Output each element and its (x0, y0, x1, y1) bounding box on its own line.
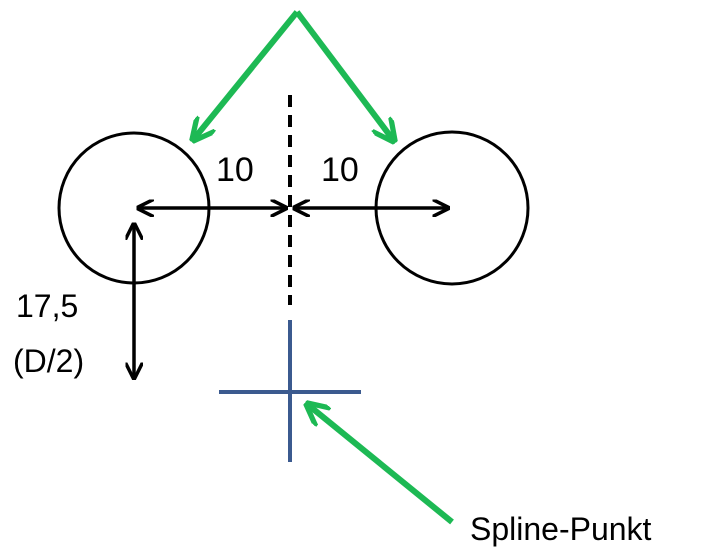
offset-label-formula: (D/2) (13, 343, 84, 379)
dimension-label-right: 10 (321, 151, 359, 189)
top-pointer-arrows (193, 10, 394, 141)
pointer-arrow-left (193, 10, 300, 140)
spline-point-label: Spline-Punkt (470, 511, 652, 547)
spline-point-cross (219, 320, 361, 462)
dimension-label-left: 10 (216, 151, 254, 189)
offset-label-value: 17,5 (16, 288, 78, 324)
spline-pointer-arrow (307, 404, 454, 525)
pointer-arrow-right (294, 10, 394, 141)
